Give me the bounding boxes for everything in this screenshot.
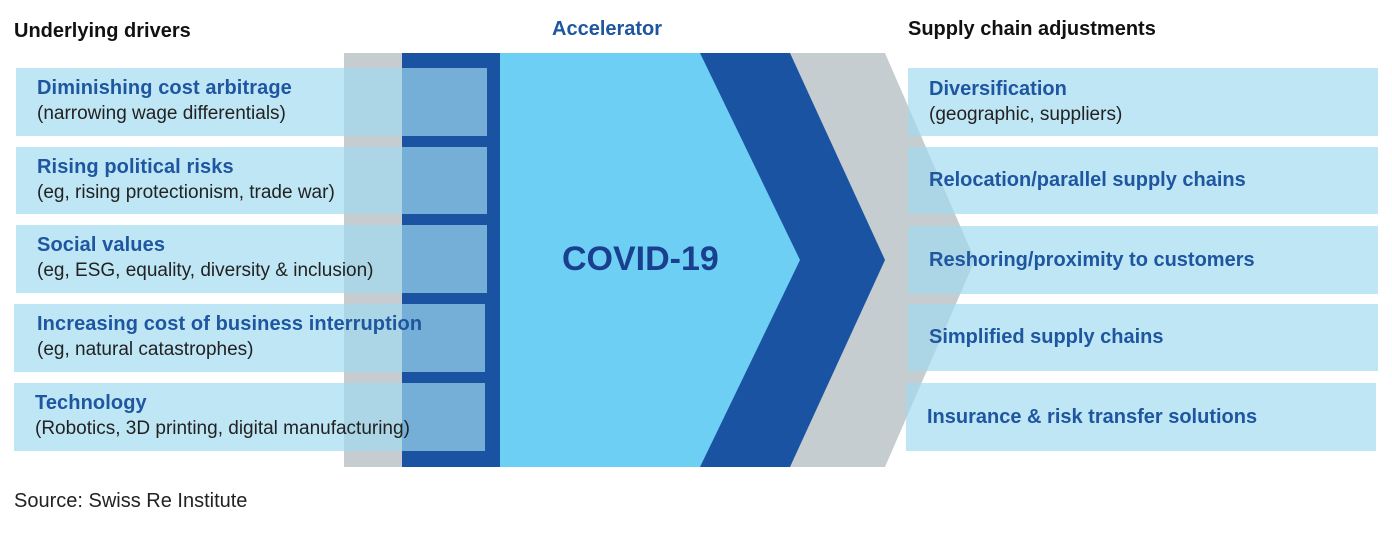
adjustment-title: Simplified supply chains: [929, 326, 1164, 348]
adjustment-subtitle: (geographic, suppliers): [929, 104, 1123, 125]
header-accelerator: Accelerator: [552, 18, 663, 40]
adjustment-title: Relocation/parallel supply chains: [929, 169, 1246, 191]
adjustment-box-simplified: Simplified supply chains: [908, 304, 1378, 371]
covid-19-label: COVID-19: [562, 240, 719, 278]
adjustment-box-insurance: Insurance & risk transfer solutions: [906, 383, 1376, 451]
driver-subtitle: (eg, ESG, equality, diversity & inclusio…: [37, 260, 374, 281]
driver-title: Rising political risks: [37, 156, 234, 178]
driver-box-technology: Technology (Robotics, 3D printing, digit…: [14, 383, 485, 451]
driver-box-political-risks: Rising political risks (eg, rising prote…: [16, 147, 487, 214]
driver-title: Technology: [35, 392, 147, 414]
driver-title: Diminishing cost arbitrage: [37, 77, 292, 99]
cyan-accelerator-arrow: [500, 53, 800, 467]
driver-subtitle: (narrowing wage differentials): [37, 103, 286, 124]
driver-box-cost-arbitrage: Diminishing cost arbitrage (narrowing wa…: [16, 68, 487, 136]
adjustment-title: Diversification: [929, 78, 1067, 100]
driver-box-social-values: Social values (eg, ESG, equality, divers…: [16, 225, 487, 293]
source-note: Source: Swiss Re Institute: [14, 490, 248, 512]
adjustment-box-relocation: Relocation/parallel supply chains: [908, 147, 1378, 214]
driver-subtitle: (eg, natural catastrophes): [37, 339, 254, 360]
driver-box-business-interruption: Increasing cost of business interruption…: [14, 304, 485, 372]
header-underlying-drivers: Underlying drivers: [14, 20, 191, 42]
adjustment-title: Insurance & risk transfer solutions: [927, 405, 1258, 428]
adjustment-box-diversification: Diversification (geographic, suppliers): [908, 68, 1378, 136]
header-supply-chain-adjustments: Supply chain adjustments: [908, 18, 1156, 40]
driver-title: Increasing cost of business interruption: [37, 313, 423, 335]
driver-title: Social values: [37, 234, 166, 256]
driver-subtitle: (eg, rising protectionism, trade war): [37, 182, 335, 203]
adjustment-title: Reshoring/proximity to customers: [929, 248, 1255, 271]
adjustment-box-reshoring: Reshoring/proximity to customers: [908, 226, 1378, 294]
driver-subtitle: (Robotics, 3D printing, digital manufact…: [35, 418, 410, 439]
